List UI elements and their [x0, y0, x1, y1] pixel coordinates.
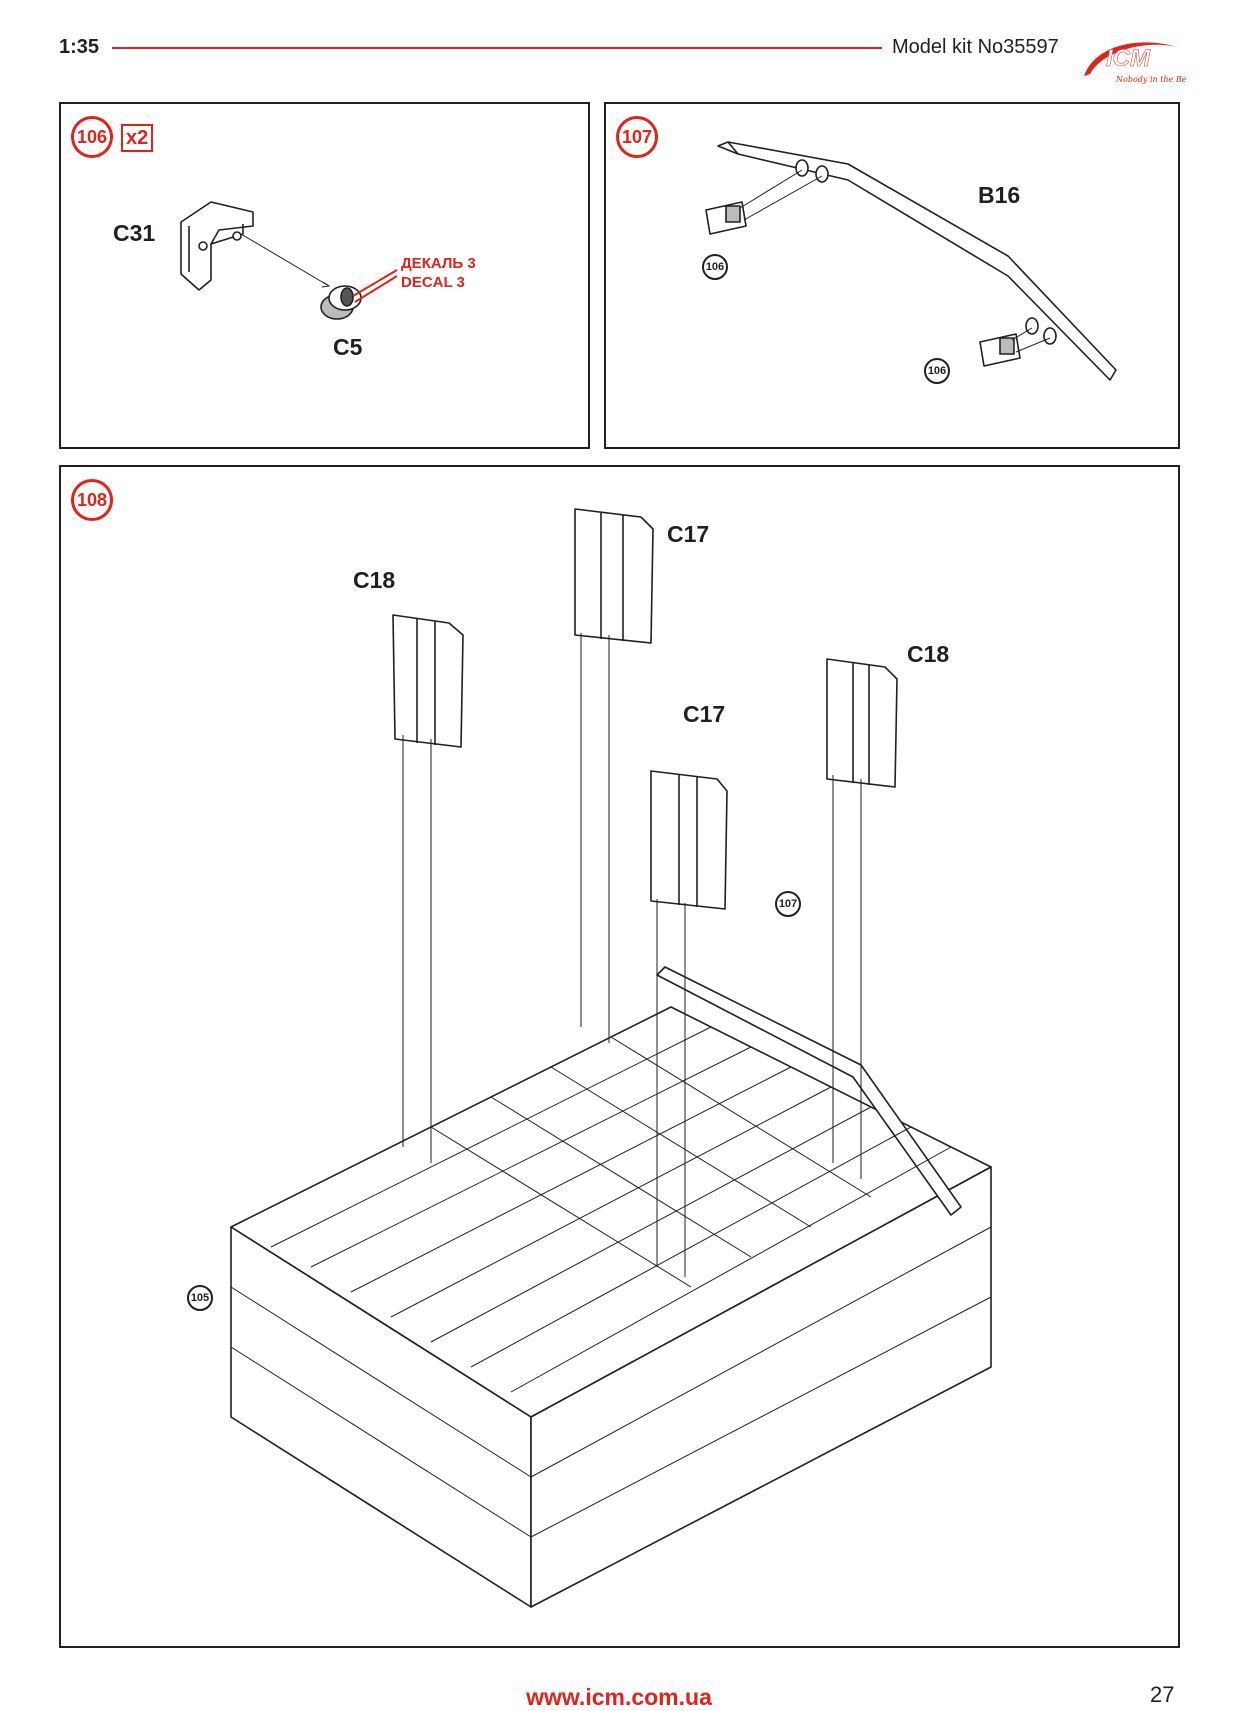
icm-logo: ICM Nobody in the Best [1084, 42, 1186, 84]
decal-label: ДЕКАЛЬ 3 DECAL 3 [401, 255, 476, 291]
step-106-panel: 106 x2 C31 C5 ДЕКАЛЬ 3 DECAL 3 [59, 102, 590, 449]
step-108-drawing [230, 508, 992, 1608]
ref-step-105: 105 [187, 1285, 213, 1311]
part-label-c18-left: C18 [353, 567, 396, 593]
step-107-drawing [705, 141, 1117, 381]
part-label-c31: C31 [113, 220, 156, 246]
step-107-panel: 107 B16 106 106 [604, 102, 1180, 449]
svg-text:Nobody in the Best: Nobody in the Best [1115, 75, 1186, 84]
ref-step-107: 107 [775, 891, 801, 917]
model-kit-number: Model kit No35597 [892, 36, 1059, 58]
part-label-c5: C5 [333, 334, 363, 360]
footer-website: www.icm.com.ua [526, 1684, 712, 1710]
part-label-c17-top: C17 [667, 521, 710, 547]
header-rule [112, 47, 882, 49]
ref-step-106-b: 106 [924, 358, 950, 384]
svg-text:ICM: ICM [1106, 45, 1151, 72]
ref-step-106-a: 106 [702, 254, 728, 280]
step-108-panel: 108 [59, 465, 1180, 1648]
step-number-badge: 107 [616, 116, 658, 158]
step-number-badge: 106 [71, 116, 113, 158]
quantity-badge: x2 [121, 124, 154, 152]
part-label-b16: B16 [978, 182, 1021, 208]
part-label-c18-right: C18 [907, 641, 950, 667]
part-label-c17-middle: C17 [683, 701, 726, 727]
scale-label: 1:35 [59, 36, 100, 58]
step-106-drawing [180, 201, 398, 320]
page-number: 27 [1150, 1682, 1175, 1707]
step-number-badge: 108 [71, 479, 113, 521]
